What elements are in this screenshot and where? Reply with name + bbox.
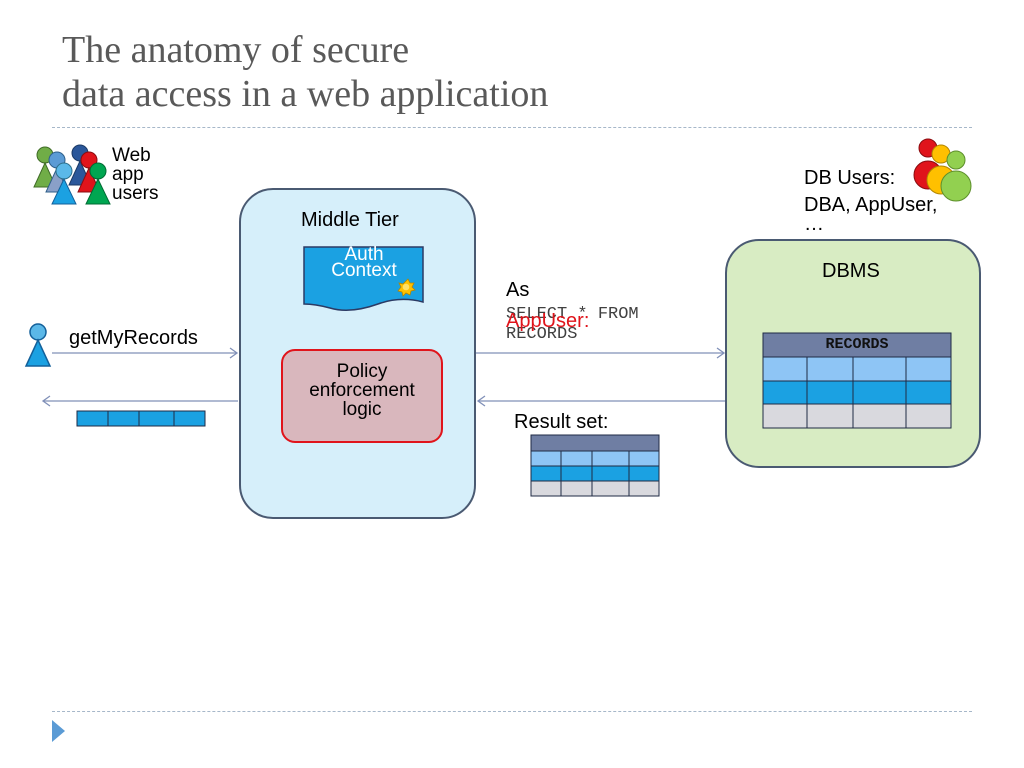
result-table-header (530, 434, 660, 452)
query-arrowhead (716, 347, 726, 359)
people-group-icon (33, 144, 111, 205)
result-arrowhead (476, 395, 486, 407)
sql-query: SELECT * FROM RECORDS (506, 305, 639, 345)
title-line-1: The anatomy of secure (62, 29, 410, 71)
user-icon (24, 323, 52, 367)
db-users-label-line-3: … (804, 213, 824, 235)
policy-line-2: enforcement (309, 380, 415, 401)
auth-context-label: Auth Context (304, 244, 424, 281)
records-table-title: RECORDS (825, 336, 889, 353)
policy-enforcement-label: Policy enforcement logic (281, 362, 443, 419)
policy-line-3: logic (342, 399, 382, 420)
web-users-label: Web app users (112, 146, 158, 203)
slide-bullet-icon (52, 720, 65, 742)
auth-context-line-1: Auth (344, 244, 384, 265)
result-set-label: Result set: (514, 411, 609, 433)
db-users-label-line-1: DB Users: (804, 167, 896, 189)
policy-enforcement-box (281, 349, 443, 443)
slide-title: The anatomy of secure data access in a w… (62, 28, 548, 116)
sql-line-2: RECORDS (506, 325, 578, 344)
web-users-label-line-1: Web (112, 145, 151, 166)
sql-line-1: SELECT * FROM (506, 305, 639, 324)
response-arrowhead (41, 395, 51, 407)
appuser-label: AppUser: (506, 310, 590, 332)
request-arrowhead (229, 347, 239, 359)
web-users-label-line-2: app (112, 164, 144, 185)
web-users-label-line-3: users (112, 183, 159, 204)
title-divider (52, 127, 972, 128)
title-line-2: data access in a web application (62, 73, 549, 115)
db-users-label: DB Users: DBA, AppUser, … (804, 163, 938, 235)
policy-line-1: Policy (336, 361, 388, 382)
dbms-label: DBMS (822, 260, 880, 282)
middle-tier-label: Middle Tier (301, 209, 399, 231)
returned-records-table (76, 410, 206, 427)
db-users-label-line-2: DBA, AppUser, (804, 194, 938, 216)
as-label: As (506, 279, 530, 301)
footer-divider (52, 711, 972, 712)
request-label: getMyRecords (69, 327, 198, 349)
auth-context-line-2: Context (331, 260, 397, 281)
